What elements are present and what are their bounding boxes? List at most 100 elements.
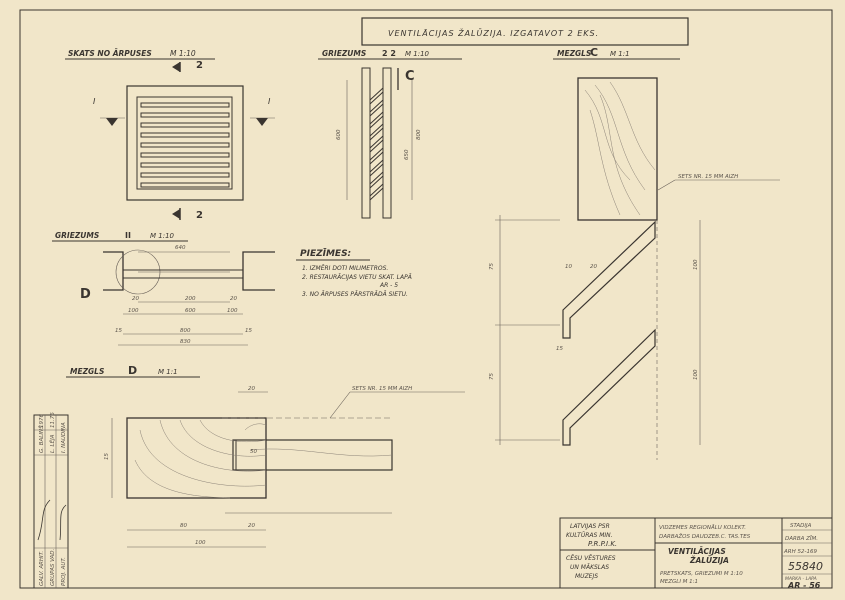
dim: 15 xyxy=(245,328,252,334)
louver-slat xyxy=(140,132,230,138)
dim: 75 xyxy=(489,373,495,380)
dim: 100 xyxy=(693,369,699,380)
louver-slat xyxy=(140,102,230,108)
section-marker-top: 2 xyxy=(196,60,203,71)
stamp-date: 1976 xyxy=(39,414,45,428)
section11-num: II xyxy=(125,231,131,240)
object-line: CĒSU VĒSTURES xyxy=(566,555,616,562)
stamp-date: 11.76 xyxy=(50,412,56,428)
detail-c-scale: M 1:1 xyxy=(610,50,630,58)
signature xyxy=(37,499,67,541)
object-line: UN MĀKSLAS xyxy=(570,564,609,571)
louver-slat xyxy=(140,162,230,168)
dim: 20 xyxy=(590,264,597,270)
dim: 20 xyxy=(230,296,237,302)
org-line: KULTŪRAS MIN. xyxy=(566,532,613,539)
stamp-row: GALV. ARHIT. xyxy=(39,551,45,586)
section22-num: 2 2 xyxy=(382,49,396,58)
dim: 10 xyxy=(565,264,572,270)
section22-label: GRIEZUMS xyxy=(322,49,366,58)
section-marker-bottom: 2 xyxy=(196,210,203,221)
dim: 200 xyxy=(185,296,196,302)
contents-line: MEZGLI M 1:1 xyxy=(660,579,698,585)
org-line: P.R.P.I.K. xyxy=(588,540,617,548)
detail-c-callout: C xyxy=(405,69,415,84)
section11-label: GRIEZUMS xyxy=(55,231,99,240)
louver-slat xyxy=(140,112,230,118)
section11-scale: M 1:10 xyxy=(150,232,175,240)
section-mark-left: I xyxy=(93,97,96,106)
section22-scale: M 1:10 xyxy=(405,50,430,58)
note-item: AR - 5 xyxy=(379,282,398,289)
detail-d-label: MEZGLS xyxy=(70,367,104,376)
sheet-title: VENTILĀCIJAS ŽALŪZIJA. IZGATAVOT 2 EKS. xyxy=(388,27,599,38)
dim: 100 xyxy=(693,259,699,270)
title-box xyxy=(361,17,689,46)
louver-slat xyxy=(140,152,230,158)
detail-c: MEZGLS C M 1:1 SETS NR. 15 MM AIZH 10 20… xyxy=(489,46,780,460)
louver-slat xyxy=(140,142,230,148)
dim: 15 xyxy=(556,346,563,352)
detail-d-note: SETS NR. 15 MM AIZH xyxy=(352,386,412,392)
dim: 800 xyxy=(416,129,422,140)
detail-d-letter: D xyxy=(128,364,137,377)
dim: 640 xyxy=(175,245,186,251)
louver-slat-section xyxy=(369,98,384,118)
project-line: VIDZEMES REGIONĀLU KOLEKT. xyxy=(659,524,746,531)
sheet-number: AR - 56 xyxy=(787,581,821,590)
sheet-border xyxy=(19,9,833,589)
louver-slat xyxy=(140,122,230,128)
stamp-name: I. NAUDIŅA xyxy=(61,422,67,453)
project-line: DARBAŽOS DAUDZEB.C. TAS.TES xyxy=(659,532,751,540)
section-2-2: GRIEZUMS 2 2 M 1:10 C 600 800 650 xyxy=(318,49,462,219)
louver-slat-section xyxy=(369,146,384,166)
note-item: 3. NO ĀRPUSES PĀRSTRĀDĀ SIETU. xyxy=(302,291,408,298)
stamp-name: G. BALINŠ xyxy=(38,425,45,453)
dim: 20 xyxy=(132,296,139,302)
drawing-number: 55840 xyxy=(788,560,823,573)
detail-c-note: SETS NR. 15 MM AIZH xyxy=(678,174,738,180)
dim: 800 xyxy=(180,328,191,334)
dim: 20 xyxy=(248,523,255,529)
louver-slat xyxy=(140,182,230,188)
sheet-label: MARKA - LAPA xyxy=(785,576,817,582)
louver-slat-section xyxy=(369,110,384,130)
louver-slat-section xyxy=(369,158,384,178)
dim: 75 xyxy=(489,263,495,270)
dim: 600 xyxy=(185,308,196,314)
louver-slat-section xyxy=(369,86,384,106)
contents-line: PRETSKATS, GRIEZUMI M 1:10 xyxy=(660,571,743,577)
dim: 80 xyxy=(180,523,187,529)
drawing-title: ŽALŪZIJA xyxy=(689,556,729,565)
front-view-label: SKATS NO ĀRPUSES xyxy=(68,49,152,58)
detail-d-callout: D xyxy=(80,287,91,302)
notes: PIEZĪMES: 1. IZMĒRI DOTI MILIMETROS. 2. … xyxy=(296,248,412,298)
louver-slat xyxy=(140,172,230,178)
note-item: 1. IZMĒRI DOTI MILIMETROS. xyxy=(302,265,388,272)
dim: 600 xyxy=(336,129,342,140)
louver-slat-section xyxy=(369,182,384,202)
drawing-title: VENTILĀCIJAS xyxy=(668,547,726,556)
stamp-name: L. LĒJA xyxy=(49,434,56,453)
dim: 830 xyxy=(180,339,191,345)
title-block: LATVIJAS PSR KULTŪRAS MIN. P.R.P.I.K. CĒ… xyxy=(559,517,833,590)
section-1-1: GRIEZUMS II M 1:10 D 640 20 200 20 100 6… xyxy=(52,231,275,346)
dim: 20 xyxy=(248,386,255,392)
stamp-row: GRUPAS VAD. xyxy=(50,548,56,586)
section-mark-right: I xyxy=(268,97,271,106)
object-line: MUZEJS xyxy=(575,573,598,580)
detail-d: MEZGLS D M 1:1 SETS NR. 15 MM AIZH 20 15… xyxy=(66,364,465,548)
notes-heading: PIEZĪMES: xyxy=(300,248,351,259)
note-item: 2. RESTAURĀCIJAS VIETU SKAT. LAPĀ xyxy=(302,274,412,281)
stadija: DARBA ZĪM. xyxy=(785,535,818,542)
arch-number: ARH 52-169 xyxy=(783,549,817,555)
stamp-row: PROJ. AUT. xyxy=(61,557,67,586)
louver-slat-section xyxy=(369,134,384,154)
org-line: LATVIJAS PSR xyxy=(570,523,610,530)
dim: 50 xyxy=(250,449,257,455)
front-view: SKATS NO ĀRPUSES M 1:10 2 2 I I xyxy=(65,49,275,221)
dim: 100 xyxy=(195,540,206,546)
detail-c-letter: C xyxy=(590,46,598,59)
